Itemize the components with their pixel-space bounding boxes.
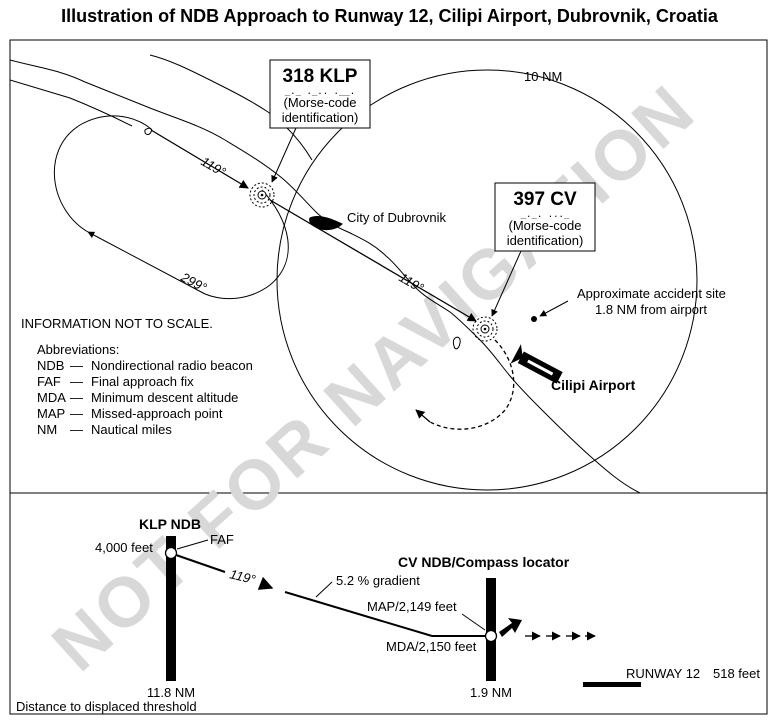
missed-climb-arrow [499, 618, 522, 637]
cv-ident: 397 CV [513, 189, 577, 210]
klp-caption-2: identification) [282, 110, 359, 125]
profile-view-frame [9, 492, 768, 715]
abbr-code: NDB [37, 358, 64, 373]
course-inbound-label-1: 119° [199, 154, 229, 180]
descent-segment-3 [284, 591, 433, 637]
abbreviations-title: Abbreviations: [37, 342, 119, 357]
abbr-dash: — [70, 390, 83, 405]
city-label: City of Dubrovnik [347, 210, 446, 225]
abbreviations-list: NDB — Nondirectional radio beacon FAF — … [37, 358, 253, 437]
island [452, 336, 461, 350]
abbr-dash: — [70, 358, 83, 373]
scale-note: INFORMATION NOT TO SCALE. [21, 316, 213, 331]
inbound-course-line-1 [150, 129, 249, 189]
island [144, 127, 152, 135]
course-outbound-label: 299° [178, 269, 210, 295]
cv-morse: _._. ..._ [521, 210, 570, 220]
cv-ndb-symbol [472, 316, 498, 342]
map-marker [484, 629, 498, 643]
faf-marker [164, 546, 178, 560]
faf-leader [176, 539, 209, 550]
cv-caption-1: (Morse-code [509, 218, 582, 233]
mda-label: MDA/2,150 feet [386, 639, 477, 654]
procedure-turn-return [53, 115, 153, 233]
runway-12 [583, 682, 641, 687]
airport-label: Cilipi Airport [551, 377, 636, 393]
cv-callout: 397 CV _._. ..._ (Morse-code identificat… [491, 182, 596, 317]
abbr-code: FAF [37, 374, 61, 389]
cv-caption-2: identification) [507, 233, 584, 248]
abbr-dash: — [70, 406, 83, 421]
klp-morse: _._ ._.. .__. [285, 87, 355, 97]
city-of-dubrovnik-shape [309, 215, 343, 231]
klp-caption-1: (Morse-code [284, 95, 357, 110]
missed-approach-path [429, 339, 515, 430]
descent-segment-1 [175, 554, 226, 573]
missed-approach-arrow [415, 409, 431, 423]
abbr-meaning: Nautical miles [91, 422, 172, 437]
klp-ndb-symbol [249, 182, 275, 208]
abbr-code: MAP [37, 406, 65, 421]
profile-view: KLP NDB 4,000 feet FAF 119° 5.2 % gradie… [16, 516, 760, 714]
gradient-label: 5.2 % gradient [336, 573, 420, 588]
coastline-upper [149, 54, 313, 161]
distance-caption: Distance to displaced threshold [16, 699, 197, 714]
range-ring-10nm [276, 69, 698, 491]
plan-view: City of Dubrovnik 119° 119° 299° [10, 54, 726, 493]
page-title: Illustration of NDB Approach to Runway 1… [61, 6, 718, 26]
accident-site-marker [531, 316, 537, 322]
outbound-leg-299 [87, 231, 206, 295]
klp-beacon-post [166, 536, 176, 681]
inbound-course-line-2 [269, 199, 477, 322]
cv-locator-label: CV NDB/Compass locator [398, 554, 570, 570]
abbr-dash: — [70, 374, 83, 389]
abbr-meaning: Nondirectional radio beacon [91, 358, 253, 373]
map-leader [461, 613, 486, 631]
abbr-code: NM [37, 422, 57, 437]
abbr-meaning: Minimum descent altitude [91, 390, 238, 405]
accident-site-leader [539, 300, 569, 317]
klp-altitude-label: 4,000 feet [95, 540, 153, 555]
descent-segment-2 [257, 576, 274, 590]
profile-course-label: 119° [228, 566, 257, 587]
abbr-meaning: Missed-approach point [91, 406, 223, 421]
accident-label-line-2: 1.8 NM from airport [595, 302, 707, 317]
abbr-code: MDA [37, 390, 66, 405]
abbr-meaning: Final approach fix [91, 374, 194, 389]
runway-elevation: 518 feet [713, 666, 760, 681]
faf-label: FAF [210, 532, 234, 547]
klp-ident: 318 KLP [283, 66, 358, 87]
klp-callout: 318 KLP _._ ._.. .__. (Morse-code identi… [269, 59, 371, 183]
abbr-dash: — [70, 422, 83, 437]
runway-label: RUNWAY 12 [626, 666, 700, 681]
range-ring-label: 10 NM [524, 69, 562, 84]
coastline [10, 59, 641, 493]
coastline-inner [10, 79, 133, 127]
cv-beacon-post [486, 578, 496, 681]
gradient-leader [315, 581, 333, 598]
cilipi-runway-symbol [510, 344, 563, 384]
procedure-turn-outbound [204, 189, 289, 300]
accident-label-line-1: Approximate accident site [577, 286, 726, 301]
klp-ndb-label: KLP NDB [139, 516, 201, 532]
klp-distance: 11.8 NM [147, 685, 195, 700]
cv-distance: 1.9 NM [470, 685, 512, 700]
map-label: MAP/2,149 feet [367, 599, 457, 614]
